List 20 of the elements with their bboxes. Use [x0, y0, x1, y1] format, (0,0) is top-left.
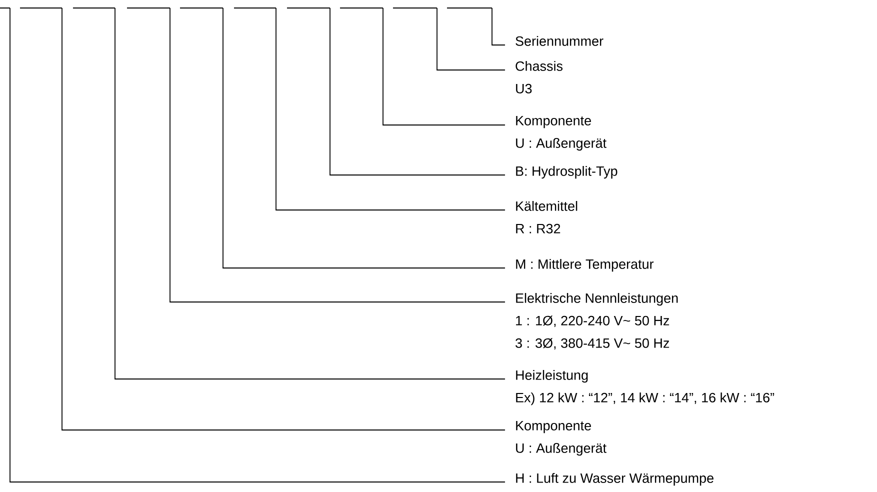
- code-description: B: Hydrosplit-Typ: [516, 166, 618, 179]
- leader-line: [382, 8, 506, 126]
- code-description: Elektrische Nennleistungen 1 : 1Ø, 220-240 V~ 50 Hz 3 : 3Ø, 380-415 V~ 50 Hz: [516, 293, 678, 350]
- leader-line: [436, 8, 506, 70]
- code-description: Komponente U : Außengerät: [516, 421, 606, 456]
- code-description: Komponente U : Außengerät: [516, 116, 606, 151]
- code-description: M : Mittlere Temperatur: [516, 259, 654, 272]
- code-description: Kältemittel R : R32: [516, 201, 578, 234]
- code-description: Seriennummer: [516, 36, 604, 46]
- leader-line: [10, 8, 506, 482]
- leader-line: [62, 8, 506, 430]
- leader-line: [170, 8, 506, 302]
- leader-line: [222, 8, 506, 268]
- leader-line: [492, 8, 506, 46]
- code-description: Chassis U3: [516, 61, 563, 94]
- leader-line: [276, 8, 506, 210]
- leader-line: [114, 8, 506, 380]
- code-description: Heizleistung Ex) 12 kW : “12”, 14 kW : “14”, 16 kW : “16”: [516, 370, 774, 406]
- code-description: H : Luft zu Wasser Wärmepumpe: [516, 473, 714, 486]
- leader-line: [330, 8, 506, 176]
